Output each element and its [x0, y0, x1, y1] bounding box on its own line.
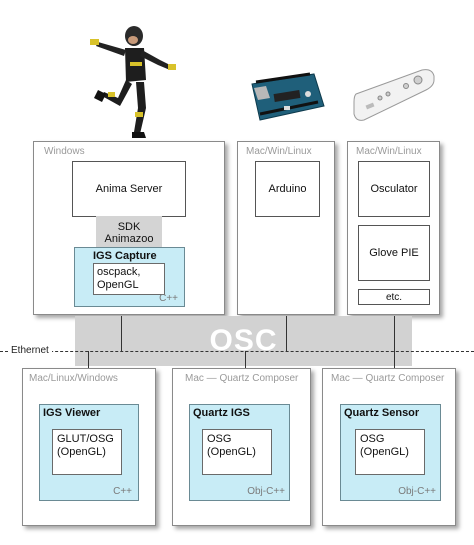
- connector-arduino: [286, 316, 287, 351]
- igs-viewer-box: IGS Viewer GLUT/OSG (OpenGL) C++: [39, 404, 139, 501]
- windows-panel: Windows Anima Server SDK Animazoo IGS Ca…: [33, 141, 225, 315]
- osg-label: OSG: [360, 433, 385, 445]
- glut-osg-label: GLUT/OSG: [57, 433, 114, 445]
- motion-capture-performer-icon: [90, 26, 176, 138]
- quartz-sensor-lang: Obj-C++: [398, 486, 436, 497]
- anima-server-box: Anima Server: [72, 161, 186, 217]
- connector-osculator: [394, 316, 395, 351]
- igs-viewer-title: IGS Viewer: [43, 407, 101, 419]
- igs-viewer-panel: Mac/Linux/Windows IGS Viewer GLUT/OSG (O…: [22, 368, 156, 526]
- arduino-box: Arduino: [255, 161, 320, 217]
- igs-viewer-os-label: Mac/Linux/Windows: [29, 373, 118, 384]
- osculator-panel: Mac/Win/Linux Osculator Glove PIE etc.: [347, 141, 440, 315]
- igs-viewer-libraries: GLUT/OSG (OpenGL): [52, 429, 122, 475]
- connector-windows: [121, 316, 122, 351]
- arduino-panel: Mac/Win/Linux Arduino: [237, 141, 335, 315]
- arduino-board-icon: [251, 72, 325, 121]
- osculator-os-label: Mac/Win/Linux: [356, 146, 422, 157]
- sdk-animazoo-block: SDK Animazoo: [96, 216, 162, 249]
- igs-capture-title: IGS Capture: [93, 250, 157, 262]
- quartz-igs-panel: Mac — Quartz Composer Quartz IGS OSG (Op…: [172, 368, 311, 526]
- quartz-igs-libraries: OSG (OpenGL): [202, 429, 272, 475]
- connector-quartz-sensor: [394, 351, 395, 369]
- glove-pie-box: Glove PIE: [358, 225, 430, 281]
- quartz-igs-box: Quartz IGS OSG (OpenGL) Obj-C++: [189, 404, 290, 501]
- animazoo-label: Animazoo: [104, 232, 154, 245]
- connector-igs-viewer: [88, 351, 89, 369]
- quartz-igs-os-label: Mac — Quartz Composer: [185, 373, 299, 384]
- oscpack-label: oscpack,: [97, 266, 141, 278]
- ethernet-label: Ethernet: [8, 345, 52, 356]
- igs-capture-box: IGS Capture oscpack, OpenGL C++: [74, 247, 185, 307]
- quartz-sensor-box: Quartz Sensor OSG (OpenGL) Obj-C++: [340, 404, 441, 501]
- igs-capture-lang: C++: [159, 293, 178, 304]
- igs-viewer-lang: C++: [113, 486, 132, 497]
- ethernet-line: [0, 351, 474, 352]
- osc-bus: OSC: [75, 316, 412, 366]
- osc-label: OSC: [209, 324, 278, 357]
- quartz-sensor-libraries: OSG (OpenGL): [355, 429, 425, 475]
- opengl-label: (OpenGL): [360, 446, 409, 458]
- opengl-label: (OpenGL): [207, 446, 256, 458]
- arduino-os-label: Mac/Win/Linux: [246, 146, 312, 157]
- sdk-label: SDK: [117, 220, 141, 233]
- windows-os-label: Windows: [44, 146, 85, 157]
- quartz-igs-title: Quartz IGS: [193, 407, 250, 419]
- wii-remote-icon: [353, 69, 435, 121]
- quartz-igs-lang: Obj-C++: [247, 486, 285, 497]
- etc-box: etc.: [358, 289, 430, 305]
- quartz-sensor-title: Quartz Sensor: [344, 407, 420, 419]
- osculator-box: Osculator: [358, 161, 430, 217]
- opengl-label: (OpenGL): [57, 446, 106, 458]
- opengl-label: OpenGL: [97, 279, 139, 291]
- quartz-sensor-os-label: Mac — Quartz Composer: [331, 373, 445, 384]
- connector-quartz-igs: [245, 351, 246, 369]
- osg-label: OSG: [207, 433, 232, 445]
- igs-capture-libraries: oscpack, OpenGL: [93, 263, 165, 295]
- quartz-sensor-panel: Mac — Quartz Composer Quartz Sensor OSG …: [322, 368, 456, 526]
